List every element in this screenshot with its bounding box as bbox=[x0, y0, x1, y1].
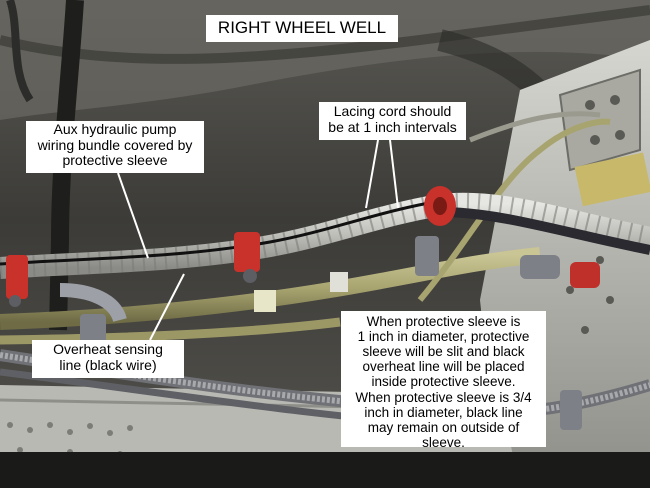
overheat-sensing-wire bbox=[0, 199, 441, 266]
callout-pointers bbox=[117, 139, 399, 341]
callout-aux-hydraulic-bundle: Aux hydraulic pump wiring bundle covered… bbox=[26, 121, 204, 173]
photo-title: RIGHT WHEEL WELL bbox=[206, 15, 398, 42]
callout-lacing-cord: Lacing cord should be at 1 inch interval… bbox=[319, 102, 466, 140]
placard bbox=[574, 152, 650, 207]
steel-clamps bbox=[9, 236, 582, 430]
callout-sleeve-diameter-rule: When protective sleeve is 1 inch in diam… bbox=[341, 311, 546, 450]
wire-tag bbox=[254, 290, 276, 312]
red-clamps bbox=[6, 186, 600, 299]
rivets-right bbox=[566, 95, 634, 334]
callout-overheat-line: Overheat sensing line (black wire) bbox=[32, 340, 184, 378]
